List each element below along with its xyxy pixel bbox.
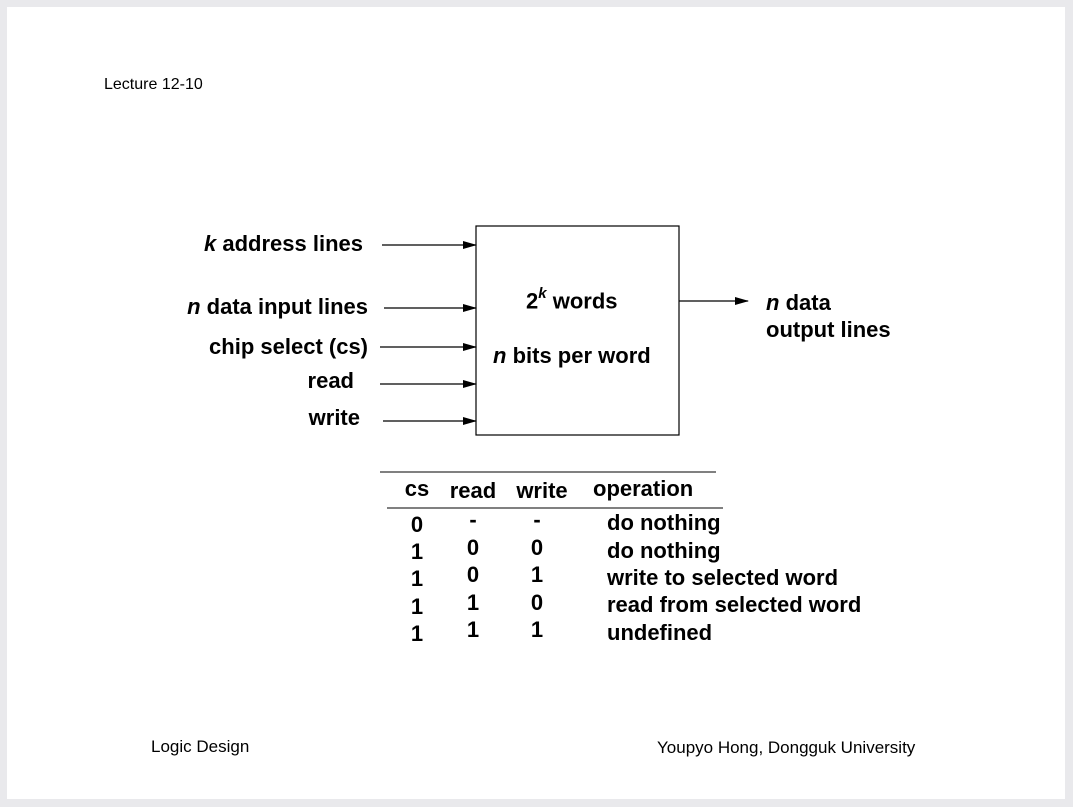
row3-operation: write to selected word bbox=[607, 565, 839, 590]
data-output-lines-label: n data output lines bbox=[766, 290, 891, 342]
address-lines-label: k address lines bbox=[204, 231, 363, 256]
slide: Lecture 12-10 k address lines n data inp… bbox=[7, 7, 1065, 799]
row2-write: 0 bbox=[530, 535, 544, 560]
chip-select-label: chip select (cs) bbox=[209, 334, 368, 359]
memory-block-diagram bbox=[380, 225, 749, 509]
row1-write: - bbox=[533, 507, 541, 532]
row4-operation: read from selected word bbox=[607, 592, 862, 617]
row3-read: 0 bbox=[466, 562, 480, 587]
row1-operation: do nothing bbox=[607, 510, 721, 535]
header-operation: operation bbox=[593, 476, 694, 501]
row3-write: 1 bbox=[530, 562, 544, 587]
row3-cs: 1 bbox=[410, 566, 424, 591]
lecture-number: Lecture 12-10 bbox=[104, 76, 203, 93]
row4-write: 0 bbox=[530, 590, 544, 615]
row4-cs: 1 bbox=[410, 594, 424, 619]
data-input-lines-label: n data input lines bbox=[187, 294, 368, 319]
row2-read: 0 bbox=[466, 535, 480, 560]
row5-cs: 1 bbox=[410, 621, 424, 646]
bits-per-word-label: n bits per word bbox=[493, 343, 651, 368]
header-cs: cs bbox=[404, 476, 430, 501]
row2-operation: do nothing bbox=[607, 538, 721, 563]
words-count-label: 2k words bbox=[526, 285, 618, 314]
row1-read: - bbox=[469, 507, 477, 532]
author-affiliation: Youpyo Hong, Dongguk University bbox=[657, 738, 916, 757]
memory-box bbox=[475, 225, 680, 436]
row5-operation: undefined bbox=[607, 620, 713, 645]
write-label: write bbox=[308, 405, 360, 430]
row4-read: 1 bbox=[466, 590, 480, 615]
read-label: read bbox=[307, 368, 354, 393]
row5-read: 1 bbox=[466, 617, 480, 642]
row1-cs: 0 bbox=[410, 512, 424, 537]
header-write: write bbox=[516, 478, 568, 503]
row2-cs: 1 bbox=[410, 539, 424, 564]
header-read: read bbox=[449, 478, 497, 503]
course-name: Logic Design bbox=[151, 737, 250, 756]
row5-write: 1 bbox=[530, 617, 544, 642]
